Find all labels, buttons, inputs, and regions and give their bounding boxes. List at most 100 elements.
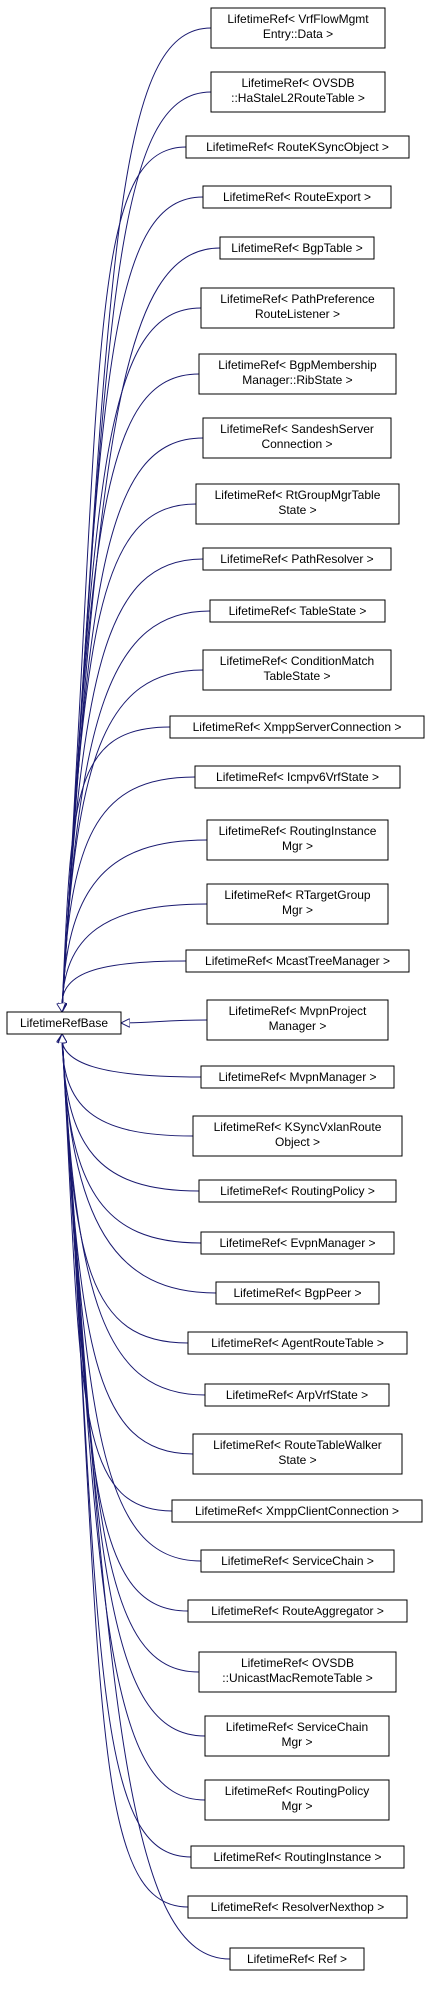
derived-class-box xyxy=(202,649,392,691)
derived-class-node[interactable]: LifetimeRef< OVSDB::UnicastMacRemoteTabl… xyxy=(198,1651,397,1693)
inheritance-edge xyxy=(62,776,196,1012)
derived-class-label: LifetimeRef< ServiceChain xyxy=(226,1720,368,1734)
derived-class-label: LifetimeRef< Ref > xyxy=(247,1952,347,1966)
derived-class-node[interactable]: LifetimeRef< MvpnManager > xyxy=(200,1065,395,1089)
derived-class-node[interactable]: LifetimeRef< BgpPeer > xyxy=(215,1281,380,1305)
derived-class-box xyxy=(204,1383,390,1407)
derived-class-node[interactable]: LifetimeRef< PathPreferenceRouteListener… xyxy=(200,287,395,329)
derived-class-label: LifetimeRef< KSyncVxlanRoute xyxy=(214,1120,382,1134)
derived-class-label: LifetimeRef< RoutingInstance > xyxy=(213,1850,381,1864)
derived-class-node[interactable]: LifetimeRef< BgpTable > xyxy=(219,236,375,260)
derived-class-label: LifetimeRef< RtGroupMgrTable xyxy=(215,488,381,502)
derived-class-label: ::UnicastMacRemoteTable > xyxy=(222,1671,372,1685)
derived-class-label: LifetimeRef< PathResolver > xyxy=(220,552,373,566)
derived-class-label: LifetimeRef< BgpMembership xyxy=(218,358,377,372)
base-class-node[interactable]: LifetimeRefBase xyxy=(6,1011,122,1035)
derived-class-label: LifetimeRef< ArpVrfState > xyxy=(226,1388,368,1402)
inheritance-edge xyxy=(62,146,187,1012)
derived-class-box xyxy=(200,1231,395,1255)
derived-class-label: LifetimeRef< BgpTable > xyxy=(231,241,362,255)
derived-class-label: LifetimeRef< RoutingPolicy > xyxy=(220,1184,375,1198)
derived-class-node[interactable]: LifetimeRef< RoutingInstance > xyxy=(190,1845,405,1869)
derived-class-box xyxy=(198,353,397,395)
derived-class-label: State > xyxy=(278,1453,316,1467)
derived-class-label: LifetimeRef< RouteAggregator > xyxy=(211,1604,384,1618)
derived-class-node[interactable]: LifetimeRef< RouteKSyncObject > xyxy=(185,135,410,159)
derived-class-label: LifetimeRef< RouteTableWalker xyxy=(213,1438,382,1452)
derived-class-label: LifetimeRef< OVSDB xyxy=(241,1656,354,1670)
derived-class-label: Connection > xyxy=(261,437,332,451)
derived-class-node[interactable]: LifetimeRef< PathResolver > xyxy=(202,547,392,571)
inheritance-edge xyxy=(62,558,204,1012)
derived-class-box xyxy=(202,417,392,459)
derived-class-label: LifetimeRef< MvpnProject xyxy=(229,1004,367,1018)
derived-class-node[interactable]: LifetimeRef< RouteExport > xyxy=(202,185,392,209)
derived-class-label: TableState > xyxy=(263,669,330,683)
derived-class-box xyxy=(198,1651,397,1693)
base-class-box xyxy=(6,1011,122,1035)
derived-class-node[interactable]: LifetimeRef< EvpnManager > xyxy=(200,1231,395,1255)
derived-class-box xyxy=(209,599,386,623)
derived-class-label: LifetimeRef< XmppServerConnection > xyxy=(193,720,402,734)
derived-class-label: LifetimeRef< ServiceChain > xyxy=(221,1554,374,1568)
inheritance-edge xyxy=(62,1034,192,1858)
derived-class-box xyxy=(204,1779,390,1821)
derived-class-label: LifetimeRef< RouteExport > xyxy=(223,190,371,204)
derived-class-box xyxy=(200,287,395,329)
derived-class-box xyxy=(192,1115,403,1157)
derived-class-box xyxy=(187,1331,408,1355)
derived-class-node[interactable]: LifetimeRef< Icmpv6VrfState > xyxy=(194,765,401,789)
derived-class-node[interactable]: LifetimeRef< ArpVrfState > xyxy=(204,1383,390,1407)
derived-class-label: LifetimeRef< XmppClientConnection > xyxy=(195,1504,399,1518)
inheritance-edge xyxy=(62,1034,200,1192)
derived-class-label: ::HaStaleL2RouteTable > xyxy=(231,91,365,105)
inheritance-edge xyxy=(62,307,202,1012)
inheritance-edge xyxy=(62,91,212,1012)
derived-class-label: LifetimeRef< BgpPeer > xyxy=(233,1286,361,1300)
derived-class-node[interactable]: LifetimeRef< Ref > xyxy=(229,1947,365,1971)
inheritance-edge xyxy=(62,1034,231,1960)
derived-class-node[interactable]: LifetimeRef< TableState > xyxy=(209,599,386,623)
inheritance-edge xyxy=(62,1034,202,1078)
derived-class-box xyxy=(202,185,392,209)
derived-class-node[interactable]: LifetimeRef< XmppClientConnection > xyxy=(171,1499,423,1523)
derived-class-label: Manager > xyxy=(269,1019,327,1033)
derived-class-box xyxy=(187,1895,408,1919)
derived-class-node[interactable]: LifetimeRef< RouteAggregator > xyxy=(187,1599,408,1623)
derived-class-label: LifetimeRef< Icmpv6VrfState > xyxy=(216,770,379,784)
derived-class-label: LifetimeRef< VrfFlowMgmt xyxy=(227,12,369,26)
derived-class-label: Entry::Data > xyxy=(263,27,333,41)
inheritance-edge xyxy=(62,1034,206,1801)
derived-class-node[interactable]: LifetimeRef< RoutingPolicy > xyxy=(198,1179,397,1203)
derived-class-node[interactable]: LifetimeRef< ServiceChain > xyxy=(200,1549,395,1573)
inheritance-edge xyxy=(62,1034,194,1137)
derived-class-label: LifetimeRef< AgentRouteTable > xyxy=(211,1336,384,1350)
inheritance-edges xyxy=(62,27,231,1960)
derived-class-label: LifetimeRef< ConditionMatch xyxy=(220,654,374,668)
derived-class-node[interactable]: LifetimeRef< AgentRouteTable > xyxy=(187,1331,408,1355)
derived-class-node[interactable]: LifetimeRef< BgpMembershipManager::RibSt… xyxy=(198,353,397,395)
derived-class-node[interactable]: LifetimeRef< McastTreeManager > xyxy=(185,949,410,973)
derived-class-box xyxy=(202,547,392,571)
inheritance-edge xyxy=(62,196,204,1012)
derived-class-label: LifetimeRef< EvpnManager > xyxy=(219,1236,375,1250)
derived-class-label: LifetimeRef< PathPreference xyxy=(220,292,375,306)
derived-class-label: Mgr > xyxy=(282,839,313,853)
derived-class-box xyxy=(200,1549,395,1573)
derived-class-node[interactable]: LifetimeRef< XmppServerConnection > xyxy=(169,715,425,739)
derived-class-node[interactable]: LifetimeRef< OVSDB::HaStaleL2RouteTable … xyxy=(210,71,386,113)
derived-class-label: LifetimeRef< SandeshServer xyxy=(220,422,374,436)
derived-class-node[interactable]: LifetimeRef< ResolverNexthop > xyxy=(187,1895,408,1919)
